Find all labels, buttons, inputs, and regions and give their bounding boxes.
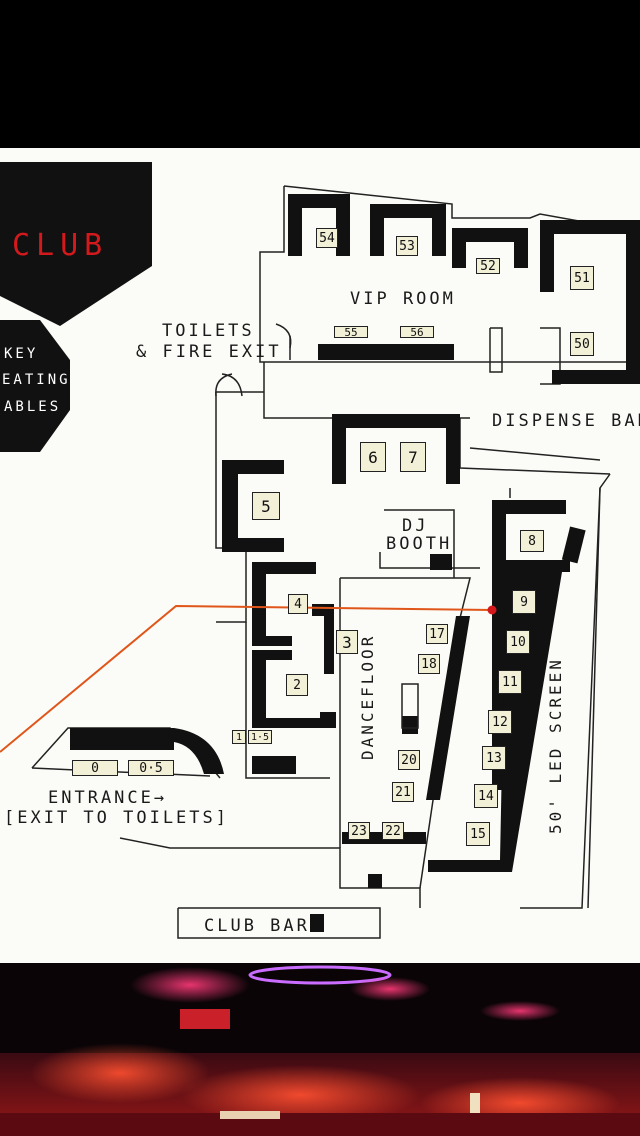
table-7[interactable]: 7	[400, 442, 426, 472]
club-interior-illustration	[0, 963, 640, 1136]
table-8[interactable]: 8	[520, 530, 544, 552]
floor-plan-lines	[0, 162, 640, 939]
key-line-1: KEY	[4, 346, 39, 362]
table-22[interactable]: 22	[382, 822, 404, 840]
table-51[interactable]: 51	[570, 266, 594, 290]
floor-plan: CLUB KEY EATING ABLES VIP ROOM TOILETS &…	[0, 148, 640, 963]
table-10[interactable]: 10	[506, 630, 530, 654]
key-line-2: EATING	[2, 372, 71, 388]
dispense-bar-label: DISPENSE BAR	[492, 411, 640, 431]
dancefloor-label: DANCEFLOOR	[358, 633, 377, 760]
table-9[interactable]: 9	[512, 590, 536, 614]
vip-room-label: VIP ROOM	[350, 289, 456, 309]
table-52[interactable]: 52	[476, 258, 500, 274]
table-15[interactable]: 15	[466, 822, 490, 846]
toilets-label: TOILETS	[162, 321, 255, 341]
table-55[interactable]: 55	[334, 326, 368, 339]
club-logo-text: CLUB	[12, 228, 109, 263]
booth-label: BOOTH	[386, 534, 453, 554]
table-21[interactable]: 21	[392, 782, 414, 802]
club-bar-label: CLUB BAR	[204, 916, 310, 936]
entrance-label: ENTRANCE→	[48, 788, 168, 808]
table-11[interactable]: 11	[498, 670, 522, 694]
table-2[interactable]: 2	[286, 674, 308, 696]
table-20[interactable]: 20	[398, 750, 420, 770]
table-13[interactable]: 13	[482, 746, 506, 770]
table-5[interactable]: 5	[252, 492, 280, 520]
table-12[interactable]: 12	[488, 710, 512, 734]
table-17[interactable]: 17	[426, 624, 448, 644]
table-6[interactable]: 6	[360, 442, 386, 472]
table-0[interactable]: 0	[72, 760, 118, 776]
table-1[interactable]: 1	[232, 730, 246, 744]
table-4[interactable]: 4	[288, 594, 308, 614]
club-interior-photo	[0, 963, 640, 1136]
table-1-5[interactable]: 1·5	[248, 730, 272, 744]
dj-label: DJ	[402, 516, 429, 536]
table-50[interactable]: 50	[570, 332, 594, 356]
table-53[interactable]: 53	[396, 236, 418, 256]
table-3[interactable]: 3	[336, 630, 358, 654]
key-line-3: ABLES	[4, 399, 62, 415]
table-14[interactable]: 14	[474, 784, 498, 808]
led-screen-label: 50' LED SCREEN	[546, 657, 565, 834]
table-54[interactable]: 54	[316, 228, 338, 248]
table-56[interactable]: 56	[400, 326, 434, 339]
table-0-5[interactable]: 0·5	[128, 760, 174, 776]
fire-exit-label: & FIRE EXIT	[136, 342, 282, 362]
table-18[interactable]: 18	[418, 654, 440, 674]
table-23[interactable]: 23	[348, 822, 370, 840]
exit-to-toilets-label: [EXIT TO TOILETS]	[4, 808, 229, 828]
